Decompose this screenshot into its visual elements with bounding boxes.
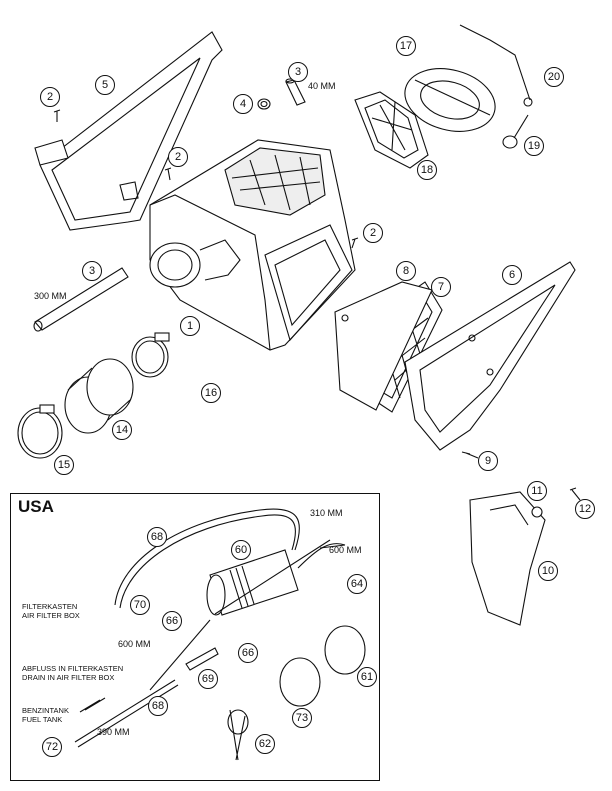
callout-68-bottom: 68 <box>148 696 168 716</box>
filter-holder-drawing <box>404 68 496 132</box>
measure-600mm-left: 600 MM <box>118 639 151 649</box>
drain-line-drawing <box>74 539 346 748</box>
callout-16: 16 <box>201 383 221 403</box>
callout-66-left: 66 <box>162 611 182 631</box>
grommet-drawing <box>257 98 271 110</box>
callout-14: 14 <box>112 420 132 440</box>
air-filter-box-drawing <box>149 139 356 351</box>
right-side-cover-drawing <box>404 261 576 451</box>
measure-390mm: 390 MM <box>97 727 130 737</box>
bracket-rod-drawing <box>459 24 533 107</box>
callout-2-right: 2 <box>363 223 383 243</box>
callout-3-left: 3 <box>82 261 102 281</box>
callout-8: 8 <box>396 261 416 281</box>
left-side-cover-drawing <box>34 31 223 231</box>
usa-hose-routing-drawing <box>114 508 300 609</box>
callout-70: 70 <box>130 595 150 615</box>
measure-600mm-right: 600 MM <box>329 545 362 555</box>
usa-section-title: USA <box>18 497 54 516</box>
intake-sleeve-drawing <box>64 358 134 434</box>
callout-64: 64 <box>347 574 367 594</box>
callout-19: 19 <box>524 136 544 156</box>
callout-17: 17 <box>396 36 416 56</box>
note-air-filter-box: FILTERKASTEN AIR FILTER BOX <box>22 602 80 620</box>
callout-60: 60 <box>231 540 251 560</box>
short-hose-drawing <box>285 78 306 106</box>
tapered-screw-drawing <box>502 114 529 149</box>
callout-12: 12 <box>575 499 595 519</box>
callout-62: 62 <box>255 734 275 754</box>
measure-310mm: 310 MM <box>310 508 343 518</box>
note-drain-air-filter-box: ABFLUSS IN FILTERKASTEN DRAIN IN AIR FIL… <box>22 664 124 682</box>
callout-2-left: 2 <box>40 87 60 107</box>
note-fuel-tank: BENZINTANK FUEL TANK <box>22 706 69 724</box>
callout-6: 6 <box>502 265 522 285</box>
callout-61: 61 <box>357 667 377 687</box>
callout-9: 9 <box>478 451 498 471</box>
callout-18: 18 <box>417 160 437 180</box>
callout-1: 1 <box>180 316 200 336</box>
callout-4: 4 <box>233 94 253 114</box>
measure-300mm: 300 MM <box>34 291 67 301</box>
long-hose-drawing <box>33 267 129 332</box>
callout-7: 7 <box>431 277 451 297</box>
callout-2-box: 2 <box>168 147 188 167</box>
callout-5: 5 <box>95 75 115 95</box>
tank-clamps-drawing <box>227 625 366 761</box>
hose-clamp-small-drawing <box>131 332 170 378</box>
mud-flap-drawing <box>469 491 546 626</box>
filter-foam-drawing <box>334 281 433 411</box>
callout-69: 69 <box>198 669 218 689</box>
callout-68-top: 68 <box>147 527 167 547</box>
callout-66-right: 66 <box>238 643 258 663</box>
callout-11: 11 <box>527 481 547 501</box>
hose-clamp-large-drawing <box>17 404 63 459</box>
callout-20: 20 <box>544 67 564 87</box>
callout-3-top: 3 <box>288 62 308 82</box>
measure-40mm: 40 MM <box>308 81 336 91</box>
callout-73: 73 <box>292 708 312 728</box>
screw-drawings <box>53 109 581 501</box>
usa-section-frame <box>10 493 380 781</box>
charcoal-canister-drawing <box>206 543 346 616</box>
callout-72: 72 <box>42 737 62 757</box>
callout-10: 10 <box>538 561 558 581</box>
filter-frame-drawing <box>354 91 429 169</box>
callout-15: 15 <box>54 455 74 475</box>
